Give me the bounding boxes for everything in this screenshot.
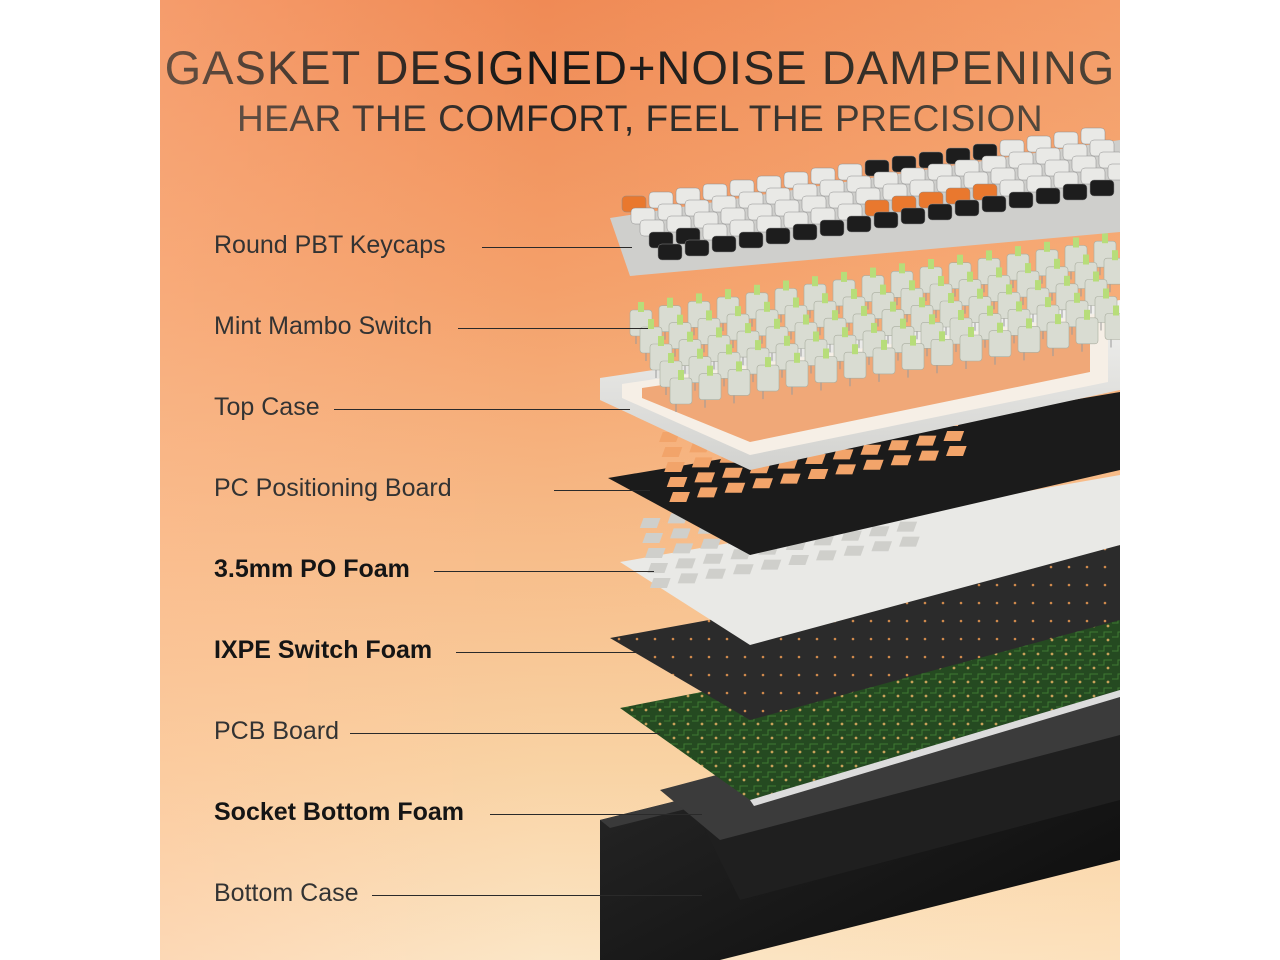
keyboard-exploded-view [600, 127, 1120, 960]
leader-line [434, 571, 654, 572]
switch-layer [629, 233, 1120, 412]
label-mint-mambo-switch: Mint Mambo Switch [214, 312, 433, 340]
product-infographic: GASKET DESIGNED+NOISE DAMPENING HEAR THE… [160, 0, 1120, 960]
leader-line [350, 733, 660, 734]
label-top-case: Top Case [214, 393, 320, 421]
page-title: GASKET DESIGNED+NOISE DAMPENING [164, 41, 1116, 94]
label-pc-positioning-board: PC Positioning Board [214, 474, 452, 502]
label-bottom-case: Bottom Case [214, 879, 359, 907]
leader-line [554, 490, 650, 491]
keycap-layer [610, 127, 1120, 276]
label-pcb-board: PCB Board [214, 717, 340, 745]
leader-line [490, 814, 702, 815]
leader-line [334, 409, 630, 410]
leader-line [372, 895, 702, 896]
label-po-foam: 3.5mm PO Foam [214, 555, 410, 583]
label-round-pbt-keycaps: Round PBT Keycaps [214, 231, 446, 259]
label-socket-bottom-foam: Socket Bottom Foam [214, 798, 465, 826]
pcb-board-layer [620, 610, 1120, 806]
ixpe-switch-foam-layer [610, 545, 1120, 720]
page-subtitle: HEAR THE COMFORT, FEEL THE PRECISION [236, 98, 1044, 139]
leader-line [456, 652, 660, 653]
leader-line [458, 328, 648, 329]
leader-line [482, 247, 632, 248]
label-ixpe-switch-foam: IXPE Switch Foam [214, 636, 433, 664]
